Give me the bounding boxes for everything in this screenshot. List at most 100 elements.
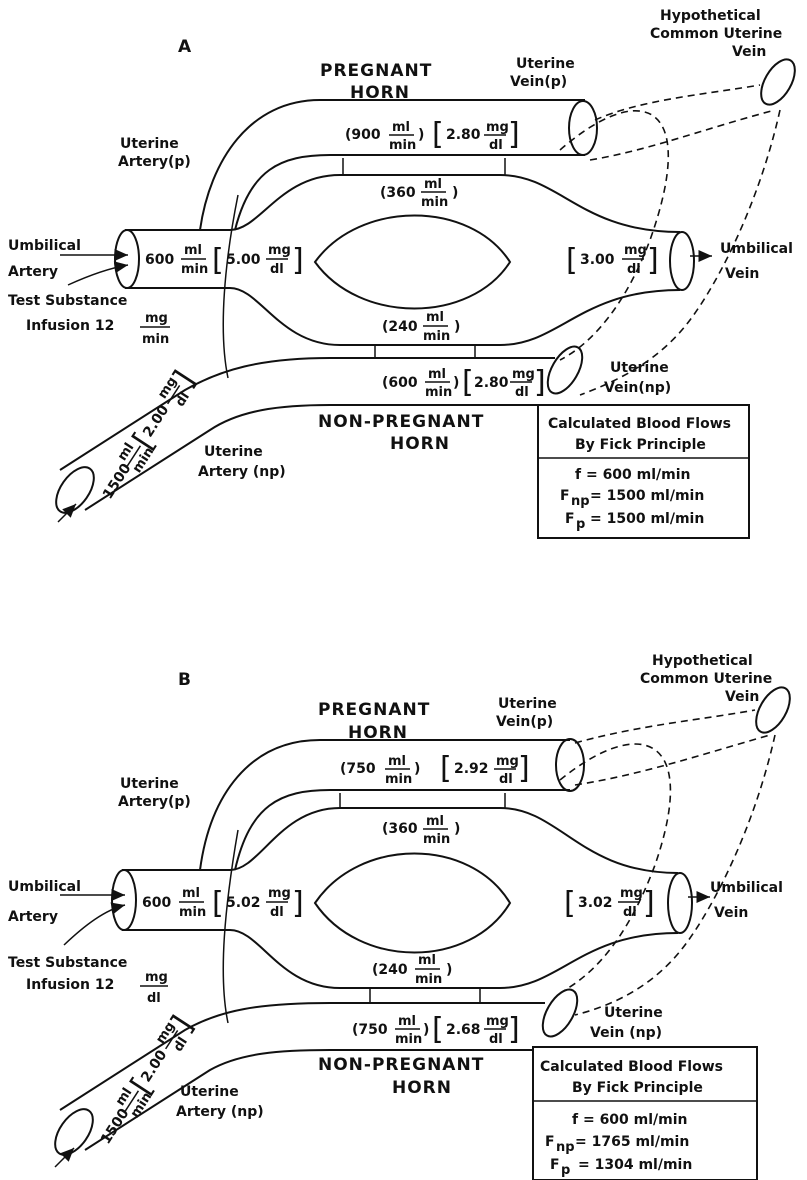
svg-text:[: [	[212, 243, 224, 278]
pregnant-horn-label-1: PREGNANT	[318, 700, 430, 720]
svg-text:ml: ml	[184, 243, 202, 258]
uterine-vein-np-label-1: Uterine	[604, 1005, 663, 1021]
uterine-artery-np-label-1: Uterine	[204, 444, 263, 460]
svg-text:): )	[414, 761, 420, 777]
hyp-vein-loop	[560, 111, 668, 360]
umbilical-artery-label-1: Umbilical	[8, 238, 81, 254]
svg-text:]: ]	[643, 886, 655, 921]
flow-umb-art: 600	[142, 895, 171, 911]
infusion-unit-num: mg	[145, 311, 168, 326]
svg-text:ml: ml	[182, 886, 200, 901]
svg-text:): )	[454, 319, 460, 335]
conc-umb-art: 5.02	[226, 895, 261, 911]
svg-text:min: min	[425, 385, 452, 400]
svg-text:[: [	[564, 886, 576, 921]
svg-text:dl: dl	[270, 262, 284, 277]
svg-text:[: [	[566, 243, 578, 278]
svg-text:np: np	[571, 494, 590, 509]
umb-tube-top	[125, 175, 680, 232]
svg-text:]: ]	[292, 243, 304, 278]
panel-b: B PREGNANT HORN Hypothetical Common Uter…	[0, 605, 807, 1180]
hyp-vein-label-1: Hypothetical	[652, 653, 753, 669]
svg-text:mg: mg	[486, 1014, 509, 1029]
np-artery-arrow	[58, 504, 76, 522]
svg-text:ml: ml	[388, 754, 406, 769]
svg-text:ml: ml	[424, 177, 442, 192]
pregnant-horn-label-1: PREGNANT	[320, 61, 432, 81]
placenta	[315, 854, 510, 953]
svg-text:]: ]	[508, 1012, 520, 1047]
svg-text:[: [	[462, 365, 474, 400]
uterine-vein-p-label-1: Uterine	[498, 696, 557, 712]
uterine-artery-np-label-2: Artery (np)	[198, 464, 286, 480]
svg-text:min: min	[389, 138, 416, 153]
fick-box: Calculated Blood Flows By Fick Principle…	[533, 1047, 757, 1180]
fick-symbol-fnp: F	[560, 488, 570, 504]
test-substance-label-2: Infusion 12	[26, 318, 114, 334]
fick-box: Calculated Blood Flows By Fick Principle…	[538, 405, 749, 538]
conc-np-vein: 2.80	[474, 375, 509, 391]
fick-line-fnp: = 1500 ml/min	[590, 488, 704, 504]
infusion-unit-den: dl	[147, 991, 161, 1006]
uterine-artery-p-crossing	[223, 830, 238, 1023]
fick-title-1: Calculated Blood Flows	[548, 416, 731, 432]
infusion-arrow	[64, 905, 125, 945]
svg-text:ml: ml	[426, 814, 444, 829]
uterine-vein-p-label-2: Vein(p)	[496, 714, 553, 730]
uterine-vein-np-opening	[536, 984, 585, 1042]
svg-text:]: ]	[508, 117, 520, 152]
svg-text:): )	[454, 821, 460, 837]
svg-text:[: [	[432, 1012, 444, 1047]
svg-text:min: min	[179, 905, 206, 920]
svg-text:mg: mg	[512, 367, 535, 382]
hyp-vein-label-2: Common Uterine	[640, 671, 772, 687]
svg-text:dl: dl	[270, 905, 284, 920]
np-horn-label-2: HORN	[392, 1078, 452, 1098]
infusion-unit-den: min	[142, 332, 169, 347]
svg-text:]: ]	[518, 751, 530, 786]
uterine-vein-p-opening	[569, 101, 597, 155]
svg-text:[: [	[432, 117, 444, 152]
uterine-vein-np-label-2: Vein(np)	[604, 380, 671, 396]
test-substance-label-1: Test Substance	[8, 293, 127, 309]
hyp-vein-upper	[575, 710, 755, 743]
hyp-vein-lower	[575, 735, 770, 785]
panel-label: A	[178, 37, 192, 57]
uterine-artery-p-label-2: Artery(p)	[118, 794, 191, 810]
flow-umb-art: 600	[145, 252, 174, 268]
uterine-artery-np-opening	[48, 1103, 101, 1162]
umb-tube-bottom	[122, 930, 678, 988]
flow-preg-vein: (750	[340, 761, 376, 777]
svg-text:): )	[418, 127, 424, 143]
svg-text:dl: dl	[173, 390, 193, 410]
svg-text:]: ]	[534, 365, 546, 400]
flow-preg-shunt: (360	[380, 185, 416, 201]
fick-title-2: By Fick Principle	[575, 437, 706, 453]
svg-text:dl: dl	[499, 772, 513, 787]
fick-title-1: Calculated Blood Flows	[540, 1059, 723, 1075]
flow-np-vein: (600	[382, 375, 418, 391]
infusion-unit-num: mg	[145, 970, 168, 985]
svg-text:mg: mg	[268, 243, 291, 258]
hyp-vein-lower	[590, 110, 775, 160]
umb-tube-bottom	[125, 288, 680, 345]
fick-symbol-fnp: F	[545, 1134, 555, 1150]
svg-text:min: min	[385, 772, 412, 787]
placenta	[315, 216, 510, 309]
umbilical-vein-label-2: Vein	[714, 905, 748, 921]
svg-text:mg: mg	[268, 886, 291, 901]
hyp-vein-upper	[595, 85, 760, 120]
svg-text:]: ]	[292, 886, 304, 921]
svg-text:): )	[446, 962, 452, 978]
fick-symbol-fp: F	[550, 1157, 560, 1173]
np-horn-label-2: HORN	[390, 434, 450, 454]
np-horn-label-1: NON-PREGNANT	[318, 412, 484, 432]
hyp-vein-label-2: Common Uterine	[650, 26, 782, 42]
svg-text:ml: ml	[426, 310, 444, 325]
pregnant-horn-label-2: HORN	[348, 723, 408, 743]
uterine-vein-np-opening	[541, 341, 590, 399]
uterine-vein-np-label-2: Vein (np)	[590, 1025, 662, 1041]
fick-line-f: f = 600 ml/min	[572, 1112, 688, 1128]
uterine-vein-p-label-2: Vein(p)	[510, 74, 567, 90]
umb-vein-opening	[670, 232, 694, 290]
